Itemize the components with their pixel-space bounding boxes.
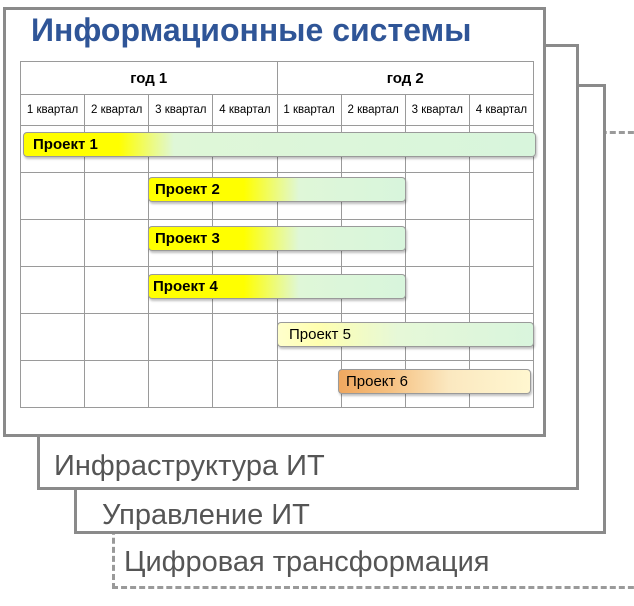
- year-header: год 2: [276, 61, 534, 95]
- quarter-header: 4 квартал: [212, 94, 278, 126]
- project-bar-3: Проект 3: [148, 226, 406, 251]
- quarter-header: 3 квартал: [404, 94, 470, 126]
- quarter-header: 2 квартал: [340, 94, 406, 126]
- page-title: Информационные системы: [31, 12, 472, 48]
- project-label: Проект 3: [155, 230, 220, 247]
- project-bar-5: Проект 5: [277, 322, 534, 347]
- project-bar-6: Проект 6: [338, 369, 531, 394]
- project-label: Проект 5: [289, 326, 351, 343]
- quarter-row: 1 квартал 2 квартал 3 квартал 4 квартал …: [19, 94, 535, 126]
- project-bar-2: Проект 2: [148, 177, 406, 202]
- project-label: Проект 1: [33, 136, 98, 153]
- quarter-header: 4 квартал: [468, 94, 535, 126]
- it-infrastructure-label: Инфраструктура ИТ: [54, 450, 325, 482]
- digital-transformation-label: Цифровая трансформация: [124, 546, 490, 578]
- timeline-row: [19, 360, 535, 408]
- project-label: Проект 6: [346, 373, 408, 390]
- project-label: Проект 2: [155, 181, 220, 198]
- it-management-label: Управление ИТ: [102, 499, 310, 531]
- quarter-header: 2 квартал: [84, 94, 150, 126]
- year-row: год 1 год 2: [20, 61, 534, 95]
- project-label: Проект 4: [153, 278, 218, 295]
- year-header: год 1: [20, 61, 278, 95]
- quarter-header: 1 квартал: [276, 94, 342, 126]
- project-bar-1: Проект 1: [23, 132, 536, 157]
- quarter-header: 1 квартал: [19, 94, 86, 126]
- quarter-header: 3 квартал: [148, 94, 214, 126]
- project-bar-4: Проект 4: [148, 274, 406, 299]
